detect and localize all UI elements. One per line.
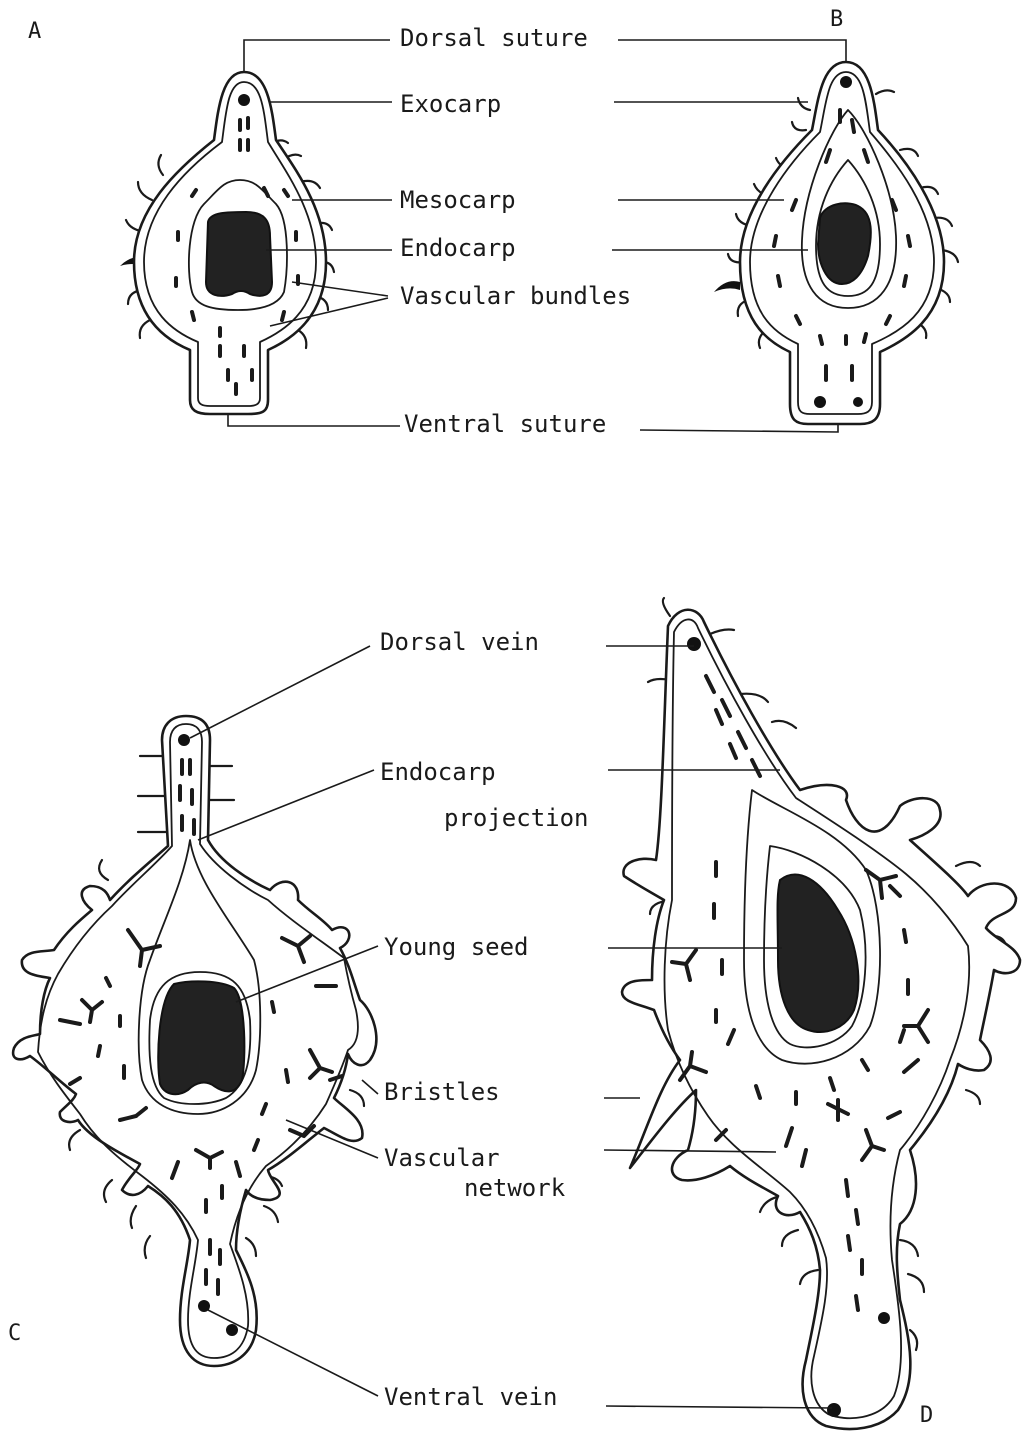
label-mesocarp: Mesocarp bbox=[400, 186, 516, 214]
panel-label-b: B bbox=[830, 7, 843, 32]
label-bristles: Bristles bbox=[384, 1078, 500, 1106]
label-endocarp-projection: projection bbox=[444, 804, 589, 832]
fruit-section-b bbox=[714, 62, 958, 424]
seed-c bbox=[158, 981, 244, 1094]
dorsal-dot-d bbox=[687, 637, 701, 651]
ventral-dot-b-2 bbox=[853, 397, 863, 407]
ventral-dot-d-1 bbox=[827, 1403, 841, 1417]
label-dorsal-suture: Dorsal suture bbox=[400, 24, 588, 52]
fruit-section-a bbox=[120, 72, 334, 414]
label-vascular-bundles: Vascular bundles bbox=[400, 282, 631, 310]
label-ventral-suture: Ventral suture bbox=[404, 410, 606, 438]
ventral-dot-c-2 bbox=[226, 1324, 238, 1336]
dorsal-dot-c bbox=[178, 734, 190, 746]
ventral-dot-d-2 bbox=[878, 1312, 890, 1324]
label-dorsal-vein: Dorsal vein bbox=[380, 628, 539, 656]
ventral-dot-b-1 bbox=[814, 396, 826, 408]
label-network: network bbox=[464, 1174, 566, 1202]
panel-label-a: A bbox=[28, 19, 41, 44]
panel-label-d: D bbox=[920, 1403, 933, 1428]
label-exocarp: Exocarp bbox=[400, 90, 501, 118]
label-vascular: Vascular bbox=[384, 1144, 500, 1172]
label-endocarp-top: Endocarp bbox=[400, 234, 516, 262]
dorsal-dot-b bbox=[840, 76, 852, 88]
panel-label-c: C bbox=[8, 1321, 21, 1346]
label-endocarp-bottom: Endocarp bbox=[380, 758, 496, 786]
dorsal-dot-a bbox=[238, 94, 250, 106]
seed-a bbox=[206, 212, 272, 296]
fruit-section-c bbox=[13, 716, 376, 1366]
fruit-section-d bbox=[622, 598, 1020, 1429]
label-ventral-vein: Ventral vein bbox=[384, 1383, 557, 1411]
label-young-seed: Young seed bbox=[384, 933, 529, 961]
